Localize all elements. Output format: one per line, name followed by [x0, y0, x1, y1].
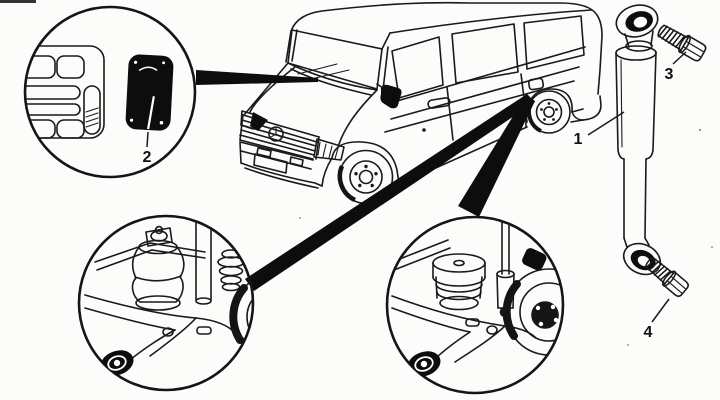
right-headlight: [313, 138, 345, 161]
side-windows: [391, 15, 585, 99]
front-wheel-arch: [331, 141, 398, 171]
brake-caliper: [522, 248, 547, 271]
pointer-wedge-left-inset: [245, 94, 535, 291]
bolt-lower: [645, 256, 689, 298]
windshield: [287, 29, 383, 90]
callout-2-leader: [146, 131, 149, 148]
callout-1-leader: [587, 111, 625, 136]
shock-lower-tube: [623, 158, 647, 239]
air-spring: [131, 225, 185, 311]
cowl: [287, 62, 378, 96]
callout-4-leader: [651, 298, 670, 323]
bolt-upper: [657, 24, 707, 62]
pointer-wedge-windshield: [196, 70, 318, 85]
pointer-wedge-right-inset: [458, 95, 535, 217]
van-drip-rail: [389, 9, 593, 34]
callout-1-label: 1: [574, 131, 583, 148]
door-handle: [427, 97, 451, 109]
shock-upper-eye: [615, 4, 659, 38]
door-mirror: [380, 84, 402, 109]
vin-data-plate: [25, 45, 105, 139]
callout-4-label: 4: [644, 324, 653, 341]
callout-2-leader-inner: [147, 96, 155, 130]
beltline: [396, 46, 586, 102]
rear-end: [570, 95, 602, 123]
shock-body: [615, 51, 657, 151]
shock-absorber: [615, 4, 662, 276]
frame-member-right: [391, 239, 451, 271]
hood: [243, 62, 296, 116]
front-wheel: [321, 141, 400, 205]
rear-wheel: [525, 88, 573, 134]
plate-hatching: [85, 107, 99, 128]
type-sticker: [125, 54, 174, 131]
callout-3-label: 3: [665, 66, 674, 83]
brake-disc-right-inset: [502, 268, 563, 356]
fuel-cap: [527, 77, 545, 91]
brake-disc-left-inset: [229, 272, 253, 362]
callout-2-label: 2: [143, 149, 152, 166]
scan-specks: [299, 128, 713, 346]
left-headlight: [240, 110, 257, 130]
a-pillar: [285, 29, 298, 63]
front-bumper: [239, 141, 323, 189]
inset-air-suspension-circle: [77, 214, 255, 392]
van-roof-outline: [290, 1, 603, 95]
callout-3-leader: [672, 51, 687, 65]
aux-spring-stack: [432, 253, 486, 311]
shock-tube: [195, 216, 212, 305]
arm-bushing-right: [407, 351, 441, 377]
mercedes-star: [268, 126, 284, 142]
frame-member: [94, 242, 153, 271]
left-headlight-shadow: [250, 112, 268, 131]
inset-vin-plate-circle: 2: [23, 5, 197, 179]
scan-artifact: [0, 0, 36, 3]
inset-coil-suspension-circle: [385, 215, 565, 395]
